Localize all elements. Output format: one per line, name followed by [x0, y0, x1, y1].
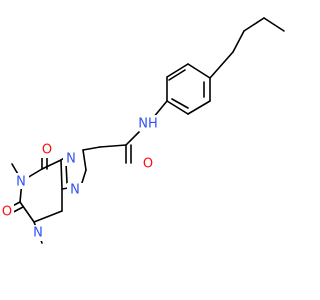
bond [171, 98, 189, 109]
bond [125, 131, 140, 146]
bond [166, 63, 189, 78]
bond [60, 159, 63, 190]
bond [187, 100, 211, 115]
bond [33, 210, 63, 223]
bond [99, 144, 127, 148]
bond [187, 63, 211, 79]
bond [19, 201, 35, 223]
structure-drawing: NH O N N O N N O [0, 17, 285, 244]
bond [232, 30, 245, 53]
bond [243, 17, 265, 32]
n7-label: N [66, 152, 76, 167]
molecule-diagram: NH O N N O N N O [0, 17, 285, 244]
amide-linker [82, 100, 168, 164]
bond [209, 51, 234, 79]
bond [168, 69, 186, 81]
bond [41, 159, 62, 170]
lower-carbonyl-oxygen-label: O [2, 205, 12, 220]
n3-label: N [33, 226, 43, 241]
n1-label: N [16, 175, 26, 190]
bond [82, 146, 101, 151]
bond [166, 100, 189, 115]
bond [65, 162, 68, 184]
bond [82, 149, 87, 171]
benzene-ring [166, 63, 211, 115]
n9-label: N [70, 183, 80, 198]
bond [263, 17, 285, 32]
amide-nh-label: NH [138, 117, 158, 132]
atom-labels: NH O N N O N N O [0, 115, 160, 241]
butyl-chain [209, 17, 285, 79]
amide-oxygen-label: O [143, 157, 153, 172]
upper-carbonyl-oxygen-label: O [42, 143, 52, 158]
